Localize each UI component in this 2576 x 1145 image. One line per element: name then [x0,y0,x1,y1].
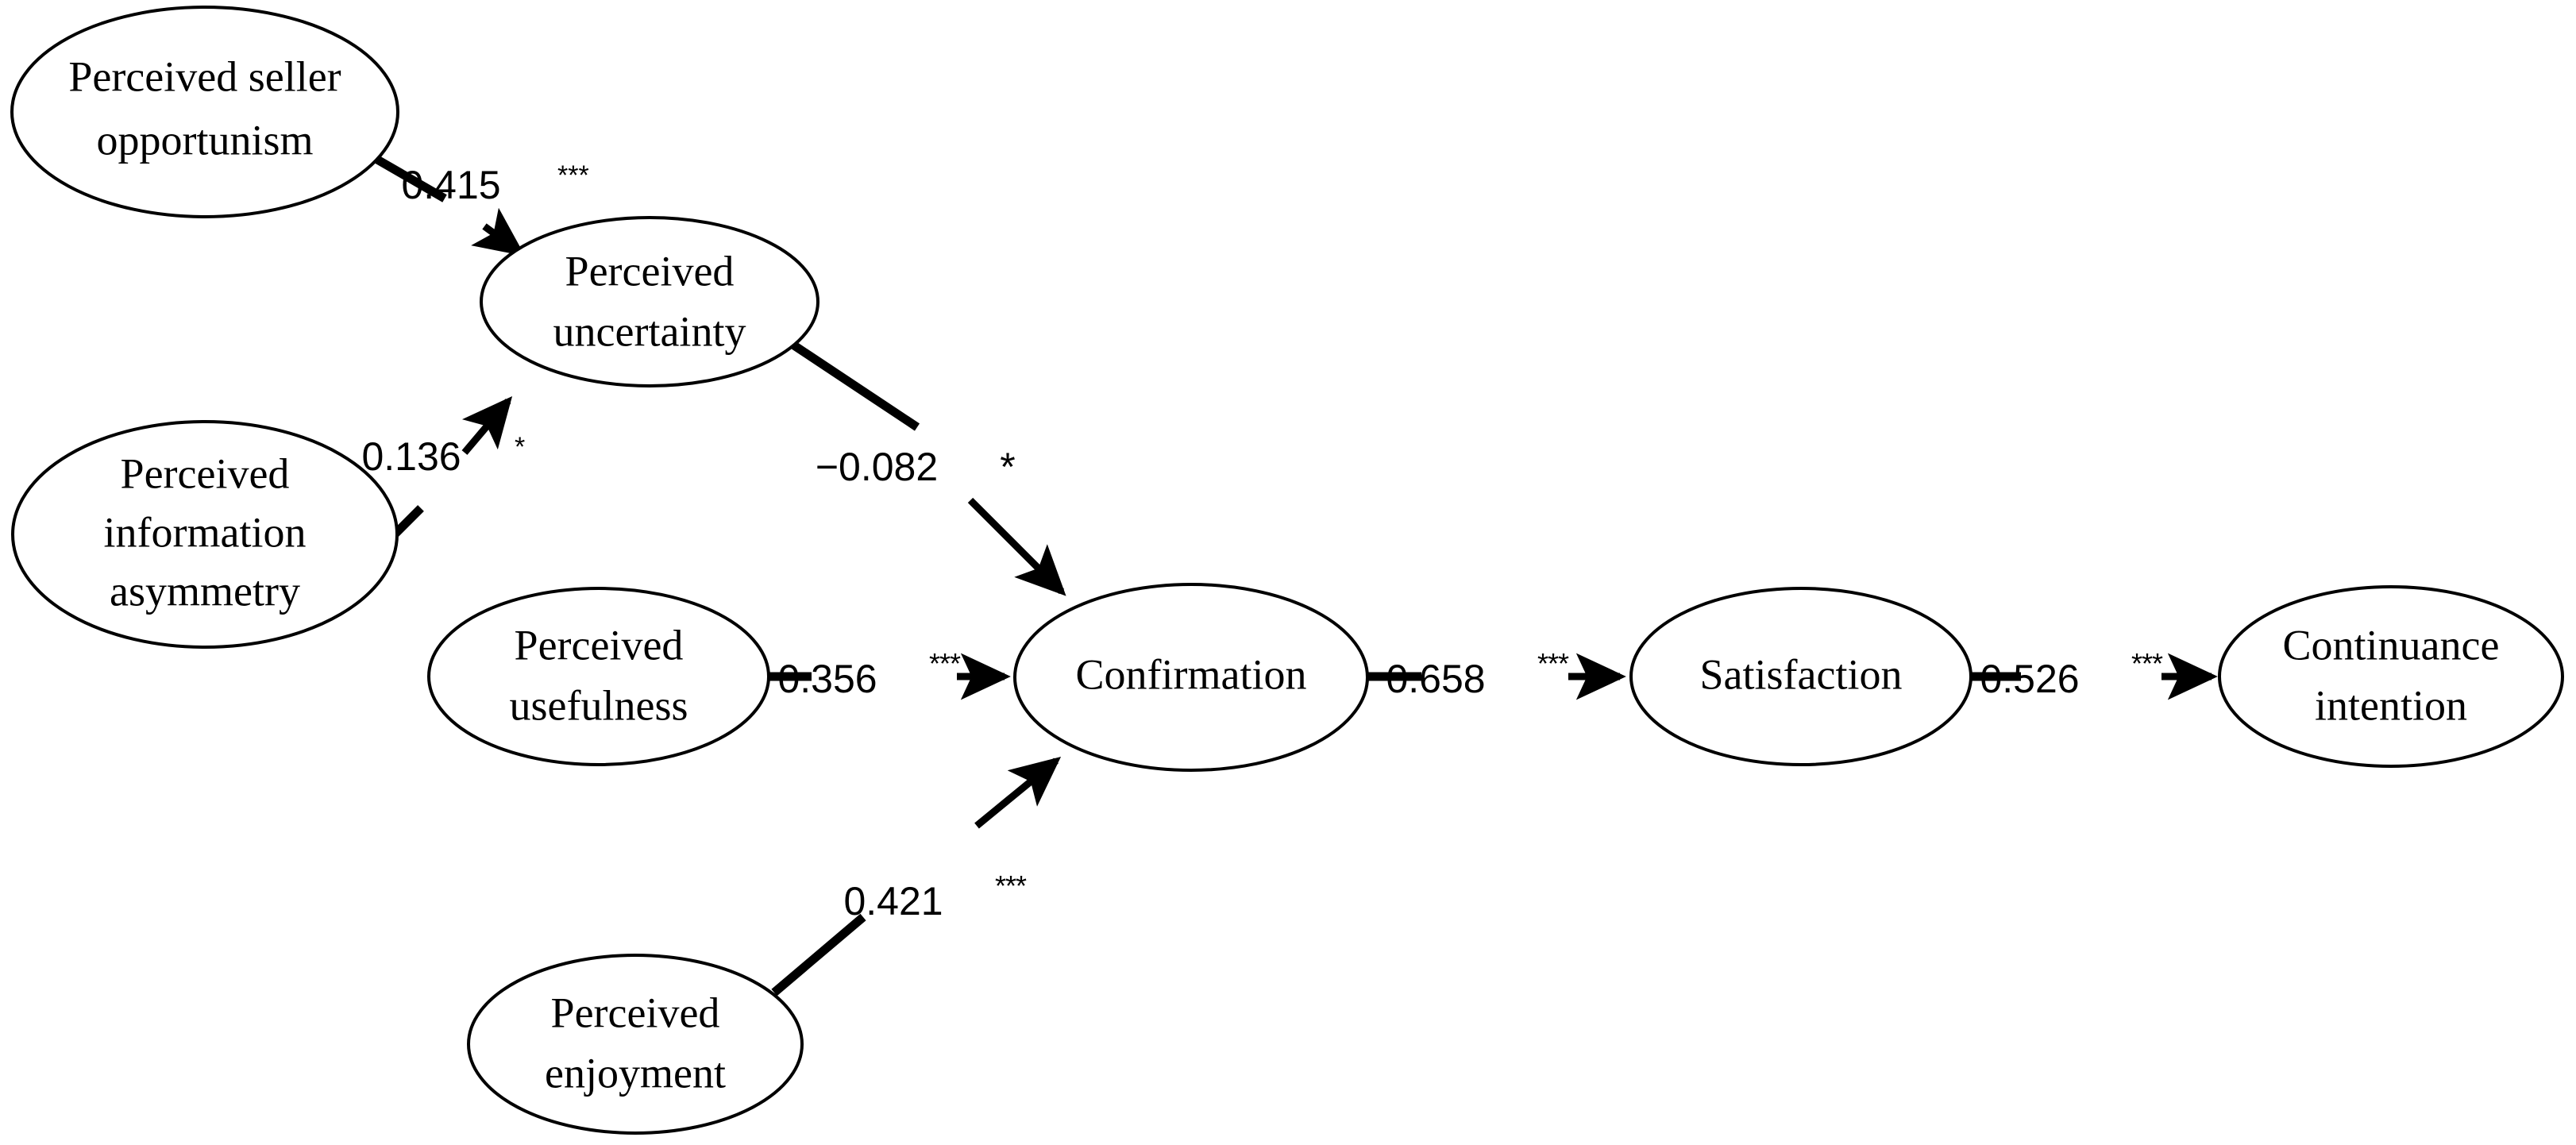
coefficient-significance: *** [929,647,961,680]
node-perceived-information-asymmetry[interactable]: Perceived information asymmetry [11,420,399,649]
edge-stub-pu [791,341,920,431]
edge-arrow-pe-conf [974,757,1062,829]
node-ellipse-shape [427,587,770,766]
coefficient-value: 0.356 [777,657,877,701]
coefficient-label-pso-pu: 0.415 *** [401,160,588,207]
edge-arrow-pu-conf [967,497,1066,596]
node-ellipse-shape [10,6,399,218]
coefficient-significance: *** [2131,647,2163,680]
edge-arrow-pso-pu [471,207,526,256]
node-label-line2: opportunism [96,116,313,164]
edge-pu-to-conf [791,341,1066,596]
node-label-line2: information [104,508,307,556]
node-label-line2: enjoyment [545,1049,726,1097]
edge-stub-pso [371,153,447,202]
node-ellipse-shape [11,420,399,649]
coefficient-label-puse-conf: 0.356 *** [777,647,962,701]
coefficient-label-pia-pu: 0.136 * [361,432,525,479]
coefficient-label-pe-conf: 0.421 *** [843,869,1028,923]
coefficient-label-sat-ci: 0.526 *** [1980,647,2164,701]
node-label-line2: uncertainty [553,307,746,355]
coefficient-significance: *** [1537,647,1569,680]
node-label-line2: intention [2315,681,2467,729]
node-satisfaction[interactable]: Satisfaction [1629,587,1972,766]
coefficient-value: 0.526 [1980,657,2079,701]
edge-pso-to-pu [371,153,526,256]
node-label-line2: usefulness [510,681,688,729]
node-ellipse-shape [480,216,819,387]
node-label-line1: Continuance [2283,621,2500,669]
coefficient-label-conf-sat: 0.658 *** [1386,647,1570,701]
node-ellipse-shape [467,954,804,1135]
coefficient-value: 0.415 [401,163,500,207]
node-label-line1: Perceived [551,989,720,1036]
node-label-line1: Confirmation [1076,650,1307,698]
coefficient-value: 0.136 [361,434,461,479]
coefficient-significance: *** [557,160,589,191]
node-ellipse-shape [1013,583,1369,772]
coefficient-value: −0.082 [816,445,938,489]
coefficient-label-pu-conf: −0.082 * [816,445,1016,489]
node-continuance-intention[interactable]: Continuance intention [2218,585,2564,768]
coefficient-significance: *** [995,869,1027,902]
coefficient-significance: * [1000,445,1015,489]
node-perceived-seller-opportunism[interactable]: Perceived seller opportunism [10,6,399,218]
edge-arrow-pia-pu [461,395,513,455]
coefficient-value: 0.421 [843,879,943,923]
node-label-line1: Perceived [565,247,735,295]
edge-pe-to-conf [771,757,1062,997]
node-perceived-usefulness[interactable]: Perceived usefulness [427,587,770,766]
coefficient-significance: * [515,432,525,462]
node-perceived-uncertainty[interactable]: Perceived uncertainty [480,216,819,387]
node-label-line1: Perceived [121,449,290,497]
node-perceived-enjoyment[interactable]: Perceived enjoyment [467,954,804,1135]
node-confirmation[interactable]: Confirmation [1013,583,1369,772]
coefficient-value: 0.658 [1386,657,1485,701]
node-label-line1: Satisfaction [1700,650,1903,698]
node-label-line1: Perceived seller [68,52,341,100]
edge-stub-pe [771,913,866,997]
node-ellipse-shape [2218,585,2564,768]
node-ellipse-shape [1629,587,1972,766]
node-label-line3: asymmetry [110,567,300,615]
node-label-line1: Perceived [515,621,684,669]
